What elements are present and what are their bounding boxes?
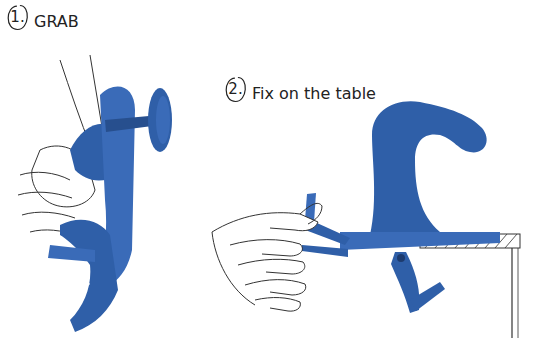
fix-illustration bbox=[298, 101, 500, 313]
grab-illustration bbox=[18, 55, 172, 332]
step-number: 2. bbox=[228, 82, 242, 97]
step-number: 1. bbox=[10, 10, 24, 25]
step-heading: Fix on the table bbox=[252, 86, 376, 102]
step-heading: GRAB bbox=[34, 14, 79, 30]
step-marker: 1.GRAB bbox=[4, 4, 31, 31]
hand-drawn-circle bbox=[226, 78, 245, 102]
step-marker: 2.Fix on the table bbox=[222, 76, 249, 103]
hand bbox=[212, 203, 322, 311]
hand-drawn-circle bbox=[8, 6, 27, 30]
